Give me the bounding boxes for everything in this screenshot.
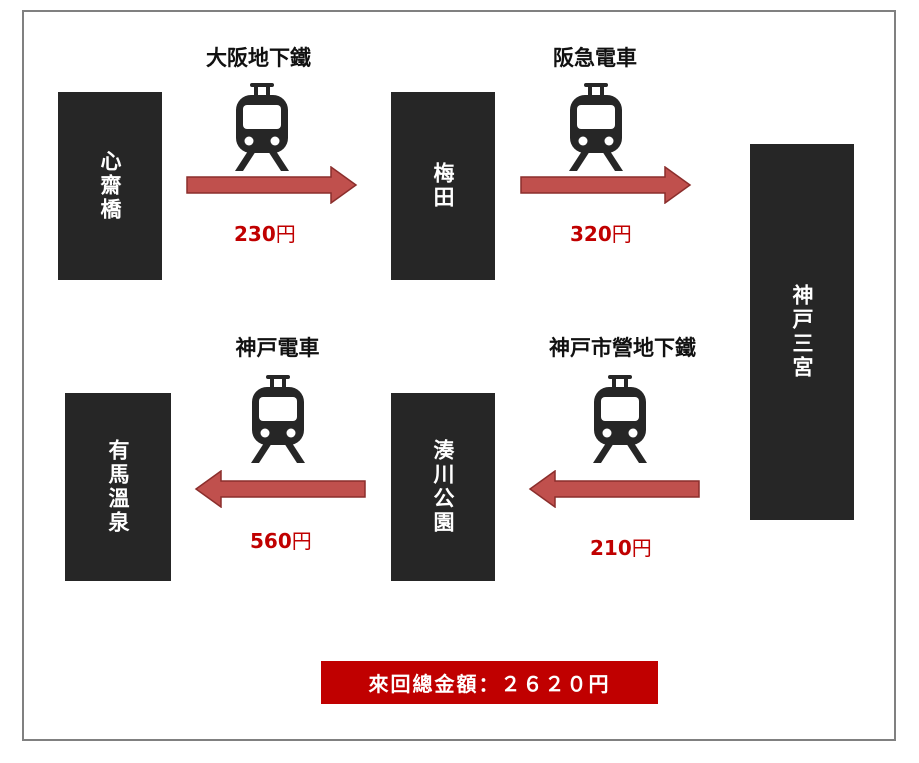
train-icon [593, 375, 647, 463]
station-arima-onsen: 有馬溫泉 [65, 393, 171, 581]
fare-230: 230円 [234, 218, 296, 247]
fare-unit: 円 [611, 222, 632, 246]
station-shinsaibashi: 心齋橋 [58, 92, 162, 280]
station-label: 湊川公園 [431, 439, 455, 535]
line-name-osaka-metro: 大阪地下鐵 [206, 46, 311, 70]
station-minatogawa-koen: 湊川公園 [391, 393, 495, 581]
line-name-kobe-municipal-subway: 神戸市營地下鐵 [549, 336, 696, 360]
train-icon [251, 375, 305, 463]
diagram-frame [22, 10, 896, 741]
fare-value: 230 [234, 222, 276, 246]
line-name-hankyu: 阪急電車 [553, 46, 637, 70]
fare-210: 210円 [590, 532, 652, 561]
fare-320: 320円 [570, 218, 632, 247]
train-icon [569, 83, 623, 171]
fare-unit: 円 [291, 529, 312, 553]
fare-value: 560 [250, 529, 292, 553]
round-trip-total: 來回總金額：２６２０円 [321, 661, 658, 704]
station-label: 神戸三宮 [790, 284, 814, 380]
arrow-icon [186, 166, 358, 204]
arrow-icon [520, 166, 692, 204]
arrow-icon [528, 470, 700, 508]
fare-560: 560円 [250, 525, 312, 554]
station-kobe-sannomiya: 神戸三宮 [750, 144, 854, 520]
fare-unit: 円 [631, 536, 652, 560]
station-label: 心齋橋 [98, 150, 122, 222]
station-label: 梅田 [431, 162, 455, 210]
fare-value: 320 [570, 222, 612, 246]
arrow-icon [194, 470, 366, 508]
line-name-kobe-electric-railway: 神戸電車 [235, 336, 320, 360]
fare-value: 210 [590, 536, 632, 560]
station-umeda: 梅田 [391, 92, 495, 280]
train-icon [235, 83, 289, 171]
fare-unit: 円 [275, 222, 296, 246]
station-label: 有馬溫泉 [106, 439, 130, 535]
